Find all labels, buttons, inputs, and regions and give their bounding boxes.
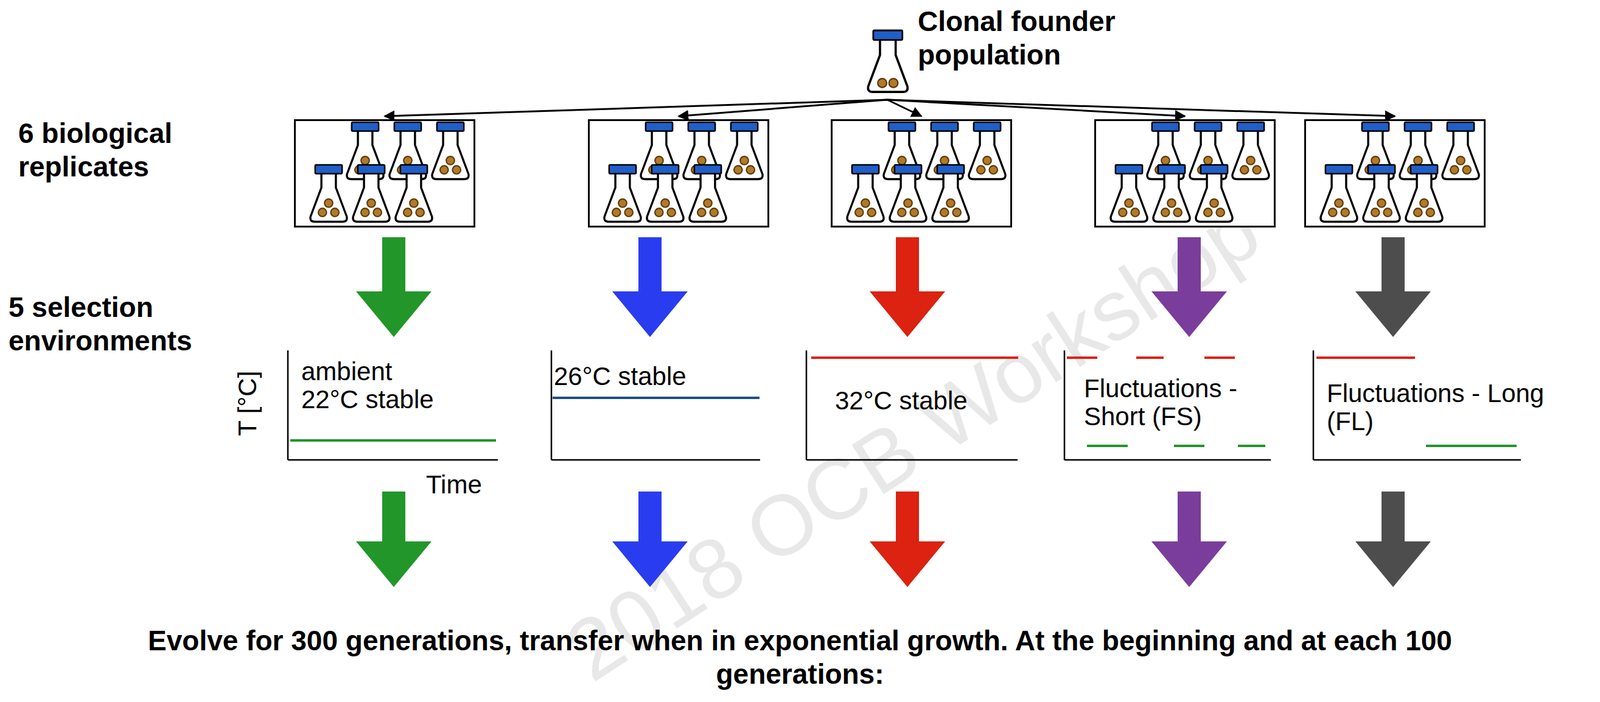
environment-label: Fluctuations - Short (FS) (1083, 374, 1267, 431)
axis-line (287, 459, 498, 462)
founder-population: Clonal founder population (864, 4, 1137, 97)
flask-icon (968, 122, 1006, 180)
temperature-level (1173, 444, 1205, 448)
flask-icon (1232, 122, 1269, 180)
flask-icon (432, 122, 469, 180)
axis-line (551, 459, 761, 462)
selection-arrow (612, 237, 688, 338)
replicate-box (1304, 119, 1486, 228)
flask-icon (1153, 164, 1190, 223)
environment-label: ambient 22°C stable (301, 357, 448, 414)
replicate-box (830, 119, 1013, 228)
environment-label: 32°C stable (834, 387, 1018, 416)
flask-icon (310, 164, 347, 223)
outcome-arrow (1151, 491, 1227, 588)
temperature-level (552, 396, 760, 400)
selection-arrow (869, 237, 946, 338)
flask-group (589, 121, 768, 226)
temperature-level (1204, 356, 1235, 360)
environment-panel: ambient 22°C stable (276, 346, 509, 463)
temperature-level (811, 356, 1019, 360)
outcome-arrow (356, 491, 432, 588)
flask-icon (646, 164, 684, 223)
axis-line (805, 350, 808, 461)
temperature-level (290, 439, 497, 442)
axis-line (1313, 459, 1521, 462)
replicate-box (1094, 119, 1276, 228)
replicate-box (587, 119, 770, 228)
axis-label: T [°C] (232, 354, 263, 453)
temperature-level (1425, 444, 1517, 448)
founder-flask (864, 29, 911, 97)
environment-panel: 26°C stable (541, 346, 773, 463)
flask-icon (689, 164, 727, 223)
flask-group (295, 121, 474, 226)
environment-panel: Fluctuations - Long (FL) (1302, 346, 1571, 463)
flask-icon (726, 122, 763, 180)
split-arrow (887, 99, 1395, 117)
environment-label: 26°C stable (553, 362, 755, 391)
flask-group (1306, 121, 1484, 226)
selection-arrow (1355, 237, 1431, 338)
axis-line (1063, 350, 1066, 461)
flask-group (832, 121, 1011, 226)
flask-icon (1320, 164, 1358, 223)
replicate-box (293, 119, 476, 228)
environment-panel: 32°C stable (794, 346, 1026, 463)
flask-icon (604, 164, 641, 223)
temperature-level (1237, 444, 1266, 448)
row-label: 5 selection environments (8, 290, 246, 358)
split-arrow (384, 99, 888, 117)
flask-icon (1405, 164, 1443, 223)
footer-text: Evolve for 300 generations, transfer whe… (0, 624, 1600, 692)
environment-panel: Fluctuations - Short (FS) (1052, 346, 1285, 463)
row-label: 6 biological replicates (18, 116, 226, 184)
flask-icon (1195, 164, 1233, 223)
flask-icon (1110, 164, 1148, 223)
axis-label: Time (426, 469, 548, 501)
outcome-arrow (1355, 491, 1431, 588)
selection-arrow (356, 237, 432, 338)
environment-label: Fluctuations - Long (FL) (1326, 379, 1571, 436)
flask-icon (847, 164, 884, 223)
flask-icon (352, 164, 390, 223)
temperature-level (1316, 356, 1415, 360)
axis-line (550, 350, 553, 461)
founder-label: Clonal founder population (917, 4, 1137, 72)
temperature-level (1066, 356, 1098, 360)
flask-group (1096, 121, 1274, 226)
temperature-level (1136, 356, 1164, 360)
axis-line (287, 350, 290, 461)
flask-icon (1442, 122, 1479, 180)
axis-line (1064, 459, 1271, 462)
flask-icon (1363, 164, 1400, 223)
flask-icon (867, 30, 908, 92)
flask-icon (395, 164, 433, 223)
split-arrow (678, 99, 888, 117)
axis-line (806, 459, 1018, 462)
flask-icon (932, 164, 969, 223)
axis-line (1312, 350, 1315, 461)
temperature-level (1086, 444, 1128, 448)
flask-icon (889, 164, 927, 223)
